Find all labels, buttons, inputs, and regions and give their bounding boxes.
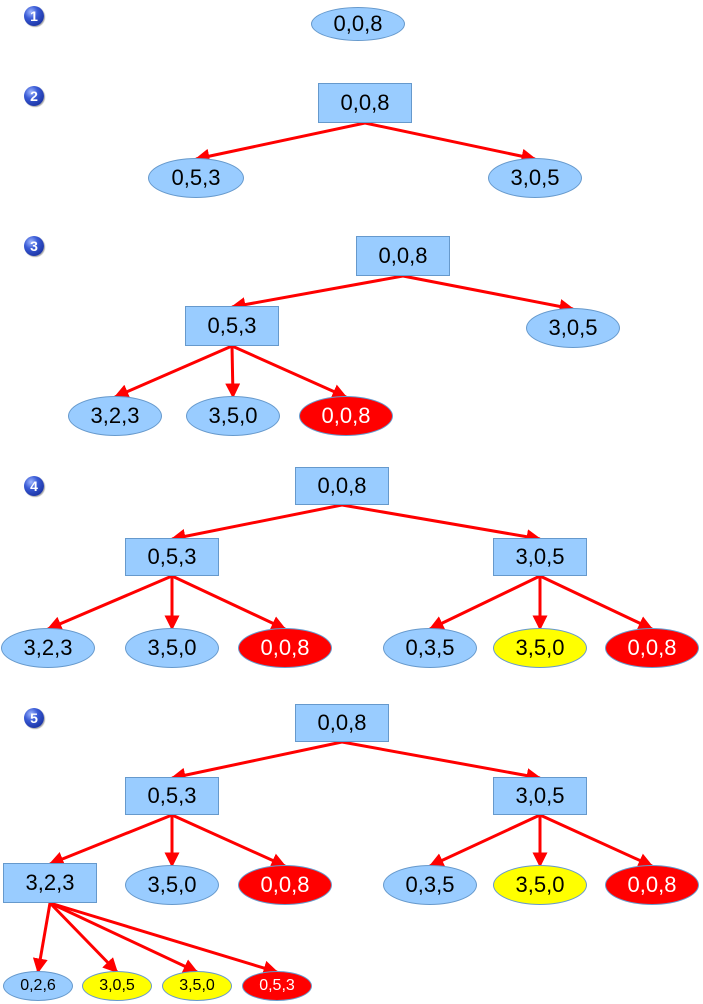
edge-arrow-s4-b-to-s4-b1 bbox=[428, 574, 541, 631]
step-badge-2: 2 bbox=[24, 86, 44, 106]
state-node-s5-a1: 3,2,3 bbox=[3, 863, 97, 903]
edge-arrow-s5-b-to-s5-b3 bbox=[539, 813, 654, 868]
state-node-s2-a: 0,5,3 bbox=[148, 158, 244, 198]
state-node-s2-root: 0,0,8 bbox=[318, 83, 412, 123]
edge-arrow-s5-a1-to-s5-c1 bbox=[32, 902, 52, 974]
state-node-s4-a: 0,5,3 bbox=[125, 538, 219, 576]
state-node-s2-b: 3,0,5 bbox=[488, 158, 582, 198]
edge-arrow-s2-root-to-s2-b bbox=[364, 121, 537, 164]
state-node-s4-a1: 3,2,3 bbox=[1, 628, 95, 668]
state-node-s3-a2: 3,5,0 bbox=[186, 396, 280, 436]
state-node-s5-c4: 0,5,3 bbox=[242, 971, 312, 1001]
state-node-s5-b3: 0,0,8 bbox=[605, 865, 699, 905]
edge-arrow-s5-a1-to-s5-c3 bbox=[49, 901, 199, 974]
step-badge-4: 4 bbox=[24, 476, 44, 496]
step-badge-3: 3 bbox=[24, 236, 44, 256]
state-node-s3-a: 0,5,3 bbox=[185, 306, 279, 346]
edge-arrow-s3-a-to-s3-a1 bbox=[113, 344, 233, 399]
state-node-s5-b: 3,0,5 bbox=[493, 777, 587, 815]
edge-arrow-s5-a1-to-s5-c4 bbox=[49, 901, 279, 976]
state-node-s4-a2: 3,5,0 bbox=[125, 628, 219, 668]
state-node-s5-c1: 0,2,6 bbox=[3, 971, 73, 1001]
edge-arrow-s4-a-to-s4-a1 bbox=[46, 574, 173, 631]
edge-arrow-s3-a-to-s3-a3 bbox=[231, 344, 348, 399]
edge-arrow-s2-root-to-s2-a bbox=[194, 121, 366, 164]
edge-arrow-s4-root-to-s4-a bbox=[170, 503, 343, 544]
state-node-s4-b: 3,0,5 bbox=[493, 538, 587, 576]
edge-arrow-s5-root-to-s5-a bbox=[170, 740, 343, 783]
edge-arrow-s3-root-to-s3-b bbox=[402, 274, 575, 314]
state-node-s3-a1: 3,2,3 bbox=[68, 396, 162, 436]
state-node-s4-a3: 0,0,8 bbox=[238, 628, 332, 668]
state-node-s5-a3: 0,0,8 bbox=[238, 865, 332, 905]
state-node-s4-b3: 0,0,8 bbox=[605, 628, 699, 668]
edge-arrow-s4-b-to-s4-b3 bbox=[539, 574, 654, 631]
edge-arrow-s5-root-to-s5-b bbox=[341, 740, 542, 783]
edge-arrow-s5-a-to-s5-a1 bbox=[48, 813, 173, 866]
edge-arrow-s3-a-to-s3-a2 bbox=[225, 345, 241, 399]
edge-arrow-s5-a1-to-s5-c2 bbox=[48, 901, 119, 974]
state-node-s5-a: 0,5,3 bbox=[125, 777, 219, 815]
state-node-s4-b1: 0,3,5 bbox=[383, 628, 477, 668]
state-node-s5-a2: 3,5,0 bbox=[125, 865, 219, 905]
state-node-s5-root: 0,0,8 bbox=[295, 704, 389, 742]
edge-arrow-s4-root-to-s4-b bbox=[341, 503, 542, 545]
state-node-s3-b: 3,0,5 bbox=[526, 308, 620, 348]
edge-arrow-s5-b-to-s5-b1 bbox=[428, 813, 541, 868]
state-node-s3-root: 0,0,8 bbox=[356, 236, 450, 276]
state-node-s1-root: 0,0,8 bbox=[311, 7, 405, 41]
step-badge-1: 1 bbox=[24, 6, 44, 26]
edge-arrow-s3-root-to-s3-a bbox=[230, 274, 404, 312]
state-node-s4-root: 0,0,8 bbox=[295, 467, 389, 505]
state-node-s5-b2: 3,5,0 bbox=[493, 865, 587, 905]
state-node-s5-c3: 3,5,0 bbox=[162, 971, 232, 1001]
state-node-s5-b1: 0,3,5 bbox=[383, 865, 477, 905]
state-node-s4-b2: 3,5,0 bbox=[493, 628, 587, 668]
step-badge-5: 5 bbox=[24, 708, 44, 728]
state-node-s5-c2: 3,0,5 bbox=[82, 971, 152, 1001]
state-node-s3-a3: 0,0,8 bbox=[299, 396, 393, 436]
edge-arrow-s4-a-to-s4-a3 bbox=[171, 574, 287, 631]
edge-arrow-s5-a-to-s5-a3 bbox=[171, 813, 287, 868]
